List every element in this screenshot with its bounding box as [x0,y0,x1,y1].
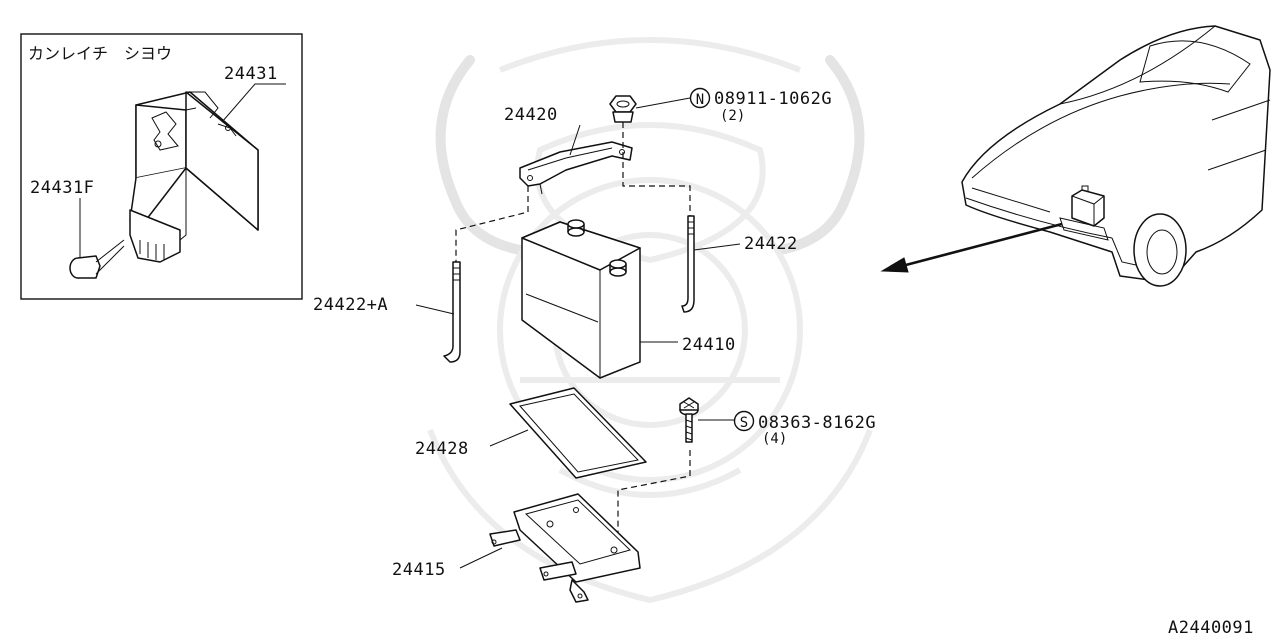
inset-title: カンレイチ シヨウ [28,44,172,63]
battery-terminal-positive [609,259,627,277]
leader-24422 [693,243,741,251]
part-label-24415: 24415 [392,560,446,580]
leader-nut [635,97,691,109]
battery-cover-part [129,91,259,263]
leader-24428 [489,429,529,447]
hold-down-bracket-part [519,141,633,195]
leader-24431 [221,83,286,123]
vehicle-location-view [961,25,1271,287]
inset-frame [20,33,303,300]
alignment-line-bolt [617,450,691,540]
bolt-callout: S 08363-8162G (4) [733,410,876,447]
part-label-nut: 08911-1062G [714,89,832,109]
part-label-24422a: 24422+A [313,295,388,315]
battery-tray-pad-part [509,387,647,479]
qty-bolt: (4) [762,431,787,447]
hold-down-rod-left-part [443,261,461,363]
hold-down-rod-right-part [681,215,695,313]
battery-location-marker [1071,185,1105,227]
part-label-24431f: 24431F [30,178,94,198]
alignment-line-left [455,186,529,262]
qty-nut: (2) [720,108,745,124]
diagram-code: A2440091 [1168,618,1254,637]
part-label-24420: 24420 [504,105,558,125]
cold-climate-inset: カンレイチ シヨウ 24431 24431F [20,33,303,300]
battery-terminal-negative [567,219,585,237]
clip-part [69,239,125,279]
watermark-emblem [427,37,873,604]
part-label-24431: 24431 [224,64,278,84]
n-symbol-circle [689,87,711,109]
location-arrow [880,222,1063,273]
part-label-24428: 24428 [415,439,469,459]
part-label-24410: 24410 [682,335,736,355]
bolt-symbol: S [740,415,748,431]
part-label-bolt: 08363-8162G [758,413,876,433]
battery-support-part [489,493,641,603]
clamp-nut-part [609,95,637,123]
leader-24420 [569,124,581,156]
nut-symbol: N [696,92,704,108]
support-bolt-part [679,397,699,443]
front-wheel [1133,213,1187,287]
leader-24422a [415,304,455,315]
part-label-24422: 24422 [744,234,798,254]
leader-24415 [459,547,503,569]
battery-part [521,219,641,379]
nut-callout: N 08911-1062G (2) [689,87,832,124]
alignment-line-right [622,122,691,218]
s-symbol-circle [733,410,755,432]
